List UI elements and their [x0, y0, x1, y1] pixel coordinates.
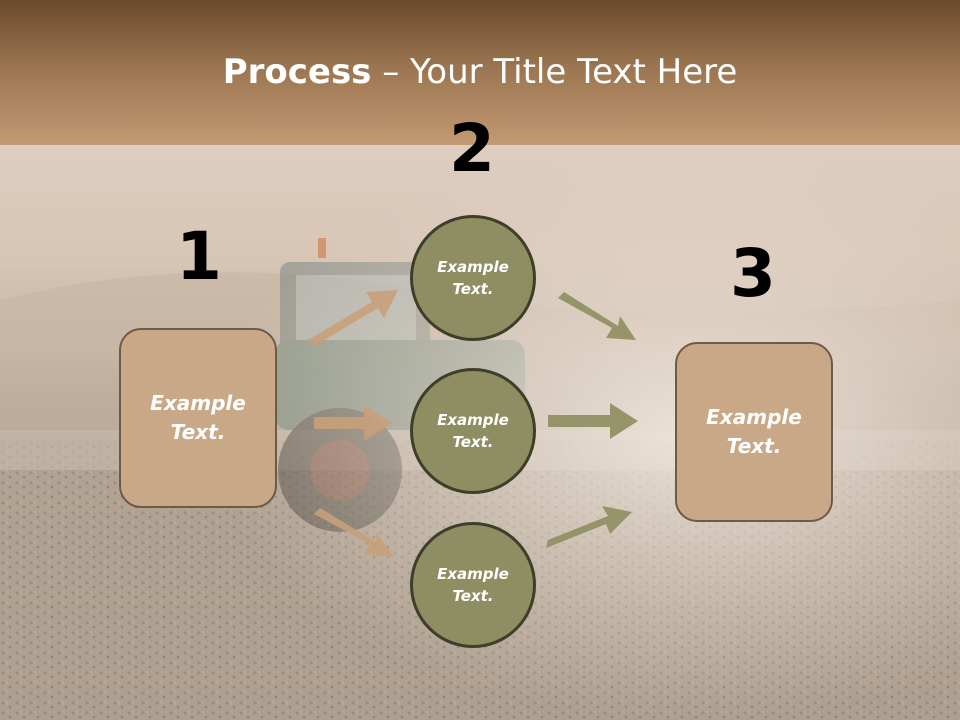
circle-3-text-line2: Text. — [452, 587, 494, 605]
arrow-circle-1-to-right — [558, 292, 636, 340]
title-rest: – Your Title Text Here — [371, 52, 738, 92]
step-1-box: Example Text. — [119, 328, 277, 508]
step-1-text-line2: Text. — [170, 420, 226, 444]
arrow-left-to-circle-1 — [308, 290, 398, 346]
arrow-circle-2-to-right — [548, 403, 638, 439]
step-2-circle-3: Example Text. — [410, 522, 536, 648]
circle-1-text-line2: Text. — [452, 280, 494, 298]
step-3-box: Example Text. — [675, 342, 833, 522]
circle-1-text-line1: Example — [437, 257, 509, 276]
step-number-3: 3 — [730, 235, 776, 312]
step-3-text-line2: Text. — [726, 434, 782, 458]
step-number-1: 1 — [176, 218, 222, 295]
step-2-circle-2: Example Text. — [410, 368, 536, 494]
circle-2-text-line1: Example — [437, 410, 509, 429]
slide-title: Process – Your Title Text Here — [0, 52, 960, 92]
circle-2-text-line2: Text. — [452, 433, 494, 451]
title-banner — [0, 0, 960, 145]
title-bold: Process — [222, 52, 372, 92]
arrow-left-to-circle-3 — [314, 508, 394, 557]
step-3-text-line1: Example — [706, 405, 802, 429]
arrow-left-to-circle-2 — [314, 405, 392, 441]
arrow-circle-3-to-right — [546, 506, 632, 548]
step-number-2: 2 — [449, 110, 495, 187]
step-1-text-line1: Example — [150, 391, 246, 415]
step-2-circle-1: Example Text. — [410, 215, 536, 341]
circle-3-text-line1: Example — [437, 564, 509, 583]
